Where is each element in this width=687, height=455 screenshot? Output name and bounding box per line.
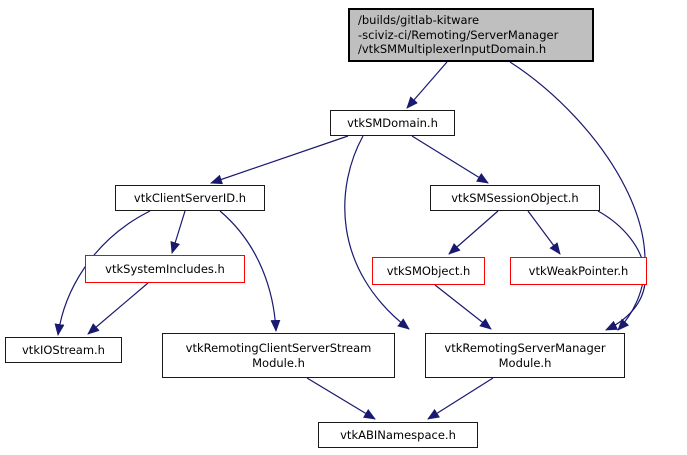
node-label-root: /builds/gitlab-kitware -sciviz-ci/Remoti… (358, 12, 559, 57)
node-label-smdomain: vtkSMDomain.h (347, 115, 438, 130)
node-label-iostream: vtkIOStream.h (22, 342, 105, 357)
node-abinamespace[interactable]: vtkABINamespace.h (318, 422, 478, 448)
edge-smdomain-to-clientserverid (210, 135, 349, 185)
edge-smsessionobject-to-smobject (448, 210, 499, 255)
edge-systemincludes-to-iostream (87, 282, 149, 335)
node-label-smsessionobject: vtkSMSessionObject.h (451, 190, 579, 205)
node-srvmgrmodule[interactable]: vtkRemotingServerManager Module.h (425, 333, 625, 378)
node-weakpointer[interactable]: vtkWeakPointer.h (510, 257, 647, 285)
node-smdomain[interactable]: vtkSMDomain.h (330, 110, 455, 136)
node-smobject[interactable]: vtkSMObject.h (372, 257, 485, 285)
edge-root-to-smdomain (406, 61, 448, 109)
edges-group (54, 61, 646, 420)
edge-smsessionobject-to-weakpointer (527, 210, 561, 255)
edge-smdomain-to-srvmgrmodule (344, 135, 410, 330)
node-root: /builds/gitlab-kitware -sciviz-ci/Remoti… (348, 8, 594, 62)
edge-smdomain-to-smsessionobject (411, 135, 489, 184)
node-label-systemincludes: vtkSystemIncludes.h (105, 261, 225, 276)
node-label-smobject: vtkSMObject.h (386, 263, 471, 278)
edge-srvmgrmodule-to-abinamespace (427, 377, 494, 420)
node-label-clientserverid: vtkClientServerID.h (133, 190, 247, 205)
node-label-abinamespace: vtkABINamespace.h (340, 427, 456, 442)
node-label-streammodule: vtkRemotingClientServerStream Module.h (185, 340, 372, 370)
node-streammodule[interactable]: vtkRemotingClientServerStream Module.h (162, 333, 395, 378)
node-iostream[interactable]: vtkIOStream.h (5, 337, 122, 363)
edge-clientserverid-to-streammodule (219, 210, 281, 332)
edge-smobject-to-srvmgrmodule (434, 284, 492, 330)
edge-root-to-srvmgrmodule (509, 61, 646, 331)
node-systemincludes[interactable]: vtkSystemIncludes.h (85, 255, 245, 283)
node-label-srvmgrmodule: vtkRemotingServerManager Module.h (444, 340, 606, 370)
node-clientserverid[interactable]: vtkClientServerID.h (115, 185, 265, 211)
node-label-weakpointer: vtkWeakPointer.h (528, 263, 629, 278)
node-smsessionobject[interactable]: vtkSMSessionObject.h (430, 185, 600, 211)
edge-streammodule-to-abinamespace (306, 377, 376, 420)
edge-clientserverid-to-iostream (54, 210, 151, 336)
edge-clientserverid-to-systemincludes (170, 210, 186, 254)
